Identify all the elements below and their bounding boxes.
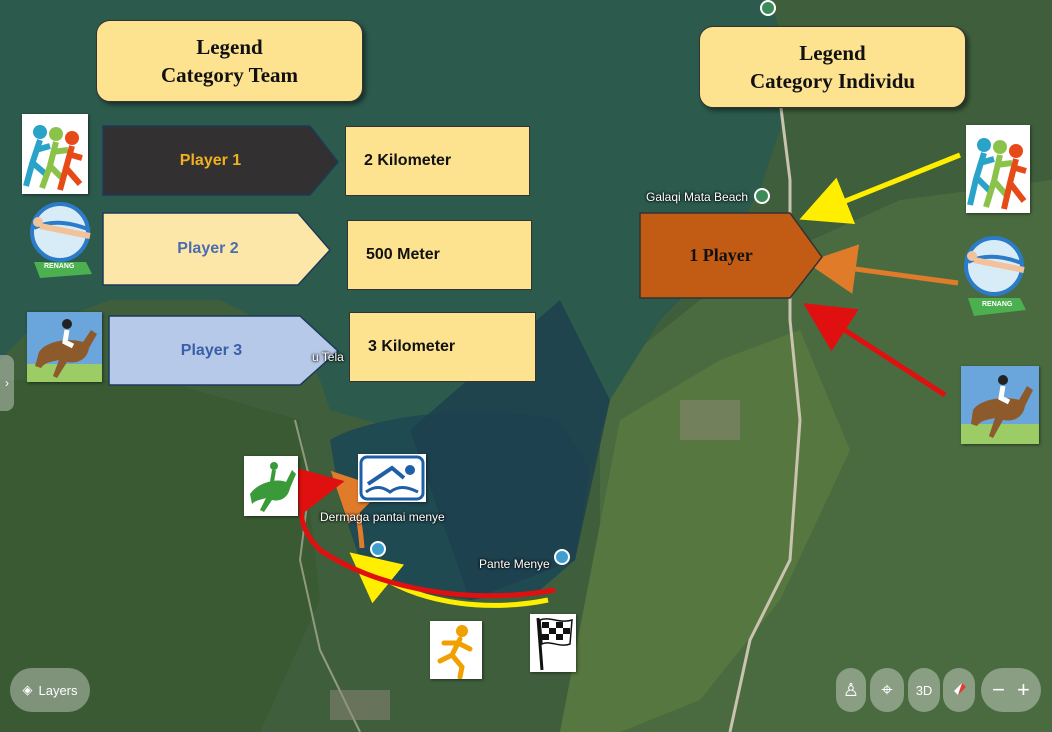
layers-button[interactable]: ◈ Layers — [10, 668, 90, 712]
finish-flag-icon — [530, 614, 576, 672]
arrow-swim-individual — [806, 244, 959, 294]
route-ride — [290, 466, 556, 599]
individual-label: 1 Player — [689, 245, 753, 265]
route-swim — [330, 470, 384, 549]
sidebar-toggle[interactable]: › — [0, 355, 14, 411]
player-3-distance: 3 Kilometer — [349, 312, 536, 382]
locate-button[interactable]: ⌖ — [870, 668, 904, 712]
equestrian-icon — [244, 456, 298, 516]
place-galaqi-mata-beach[interactable]: Galaqi Mata Beach — [646, 190, 749, 204]
compass-icon — [954, 683, 966, 695]
player-2-arrow — [102, 212, 332, 286]
crosshair-icon: ⌖ — [881, 678, 893, 701]
legend-individu-line1: Legend — [799, 41, 866, 65]
camera-pin-icon — [554, 549, 570, 565]
runners-picture — [22, 114, 88, 194]
legend-team-line2: Category Team — [160, 63, 299, 87]
player-1-distance: 2 Kilometer — [345, 126, 530, 196]
3d-button[interactable]: 3D — [908, 668, 940, 712]
camera-pin-icon — [370, 541, 386, 557]
player-1-arrow — [102, 125, 339, 196]
legend-team: Legend Category Team — [96, 20, 363, 102]
3d-label: 3D — [915, 682, 933, 698]
swimmer-badge-individu-text: RENANG — [982, 301, 1013, 308]
place-dermaga-pantai-menye[interactable]: Dermaga pantai menye — [320, 510, 445, 524]
zoom-in-button[interactable]: + — [1017, 677, 1030, 702]
individual-arrow — [639, 212, 823, 299]
arrow-ride-individual — [803, 303, 947, 398]
player-3-arrow — [108, 315, 340, 386]
legend-team-line1: Legend — [196, 35, 263, 59]
player-3-label: Player 3 — [180, 341, 243, 359]
pegman-button[interactable]: ♙ — [836, 668, 866, 712]
swimmer-badge-text: RENANG — [44, 263, 75, 270]
swimmer-badge-individu: RENANG — [954, 232, 1032, 322]
zoom-controls: − + — [981, 668, 1041, 712]
pegman-icon: ♙ — [842, 679, 860, 700]
player-2-label: Player 2 — [177, 240, 239, 257]
horse-rider-picture-individu — [961, 366, 1039, 444]
compass-button[interactable] — [943, 668, 975, 712]
place-pante-menye[interactable]: Pante Menye — [479, 557, 550, 571]
layers-label: Layers — [38, 682, 78, 698]
player-1-label: Player 1 — [179, 151, 242, 169]
running-icon — [430, 621, 482, 680]
runners-picture-individu — [966, 125, 1030, 213]
horse-rider-picture — [27, 312, 102, 382]
zoom-out-button[interactable]: − — [992, 677, 1005, 702]
park-pin-icon — [760, 0, 776, 16]
legend-individu-line2: Category Individu — [749, 69, 916, 93]
arrow-run-individual — [799, 152, 961, 225]
player-2-distance: 500 Meter — [347, 220, 532, 290]
park-pin-icon — [754, 188, 770, 204]
layers-icon: ◈ — [22, 682, 33, 697]
swimming-icon — [358, 454, 426, 502]
legend-individu: Legend Category Individu — [699, 26, 966, 108]
place-partial-label: u Tela — [312, 350, 344, 364]
swimmer-badge: RENANG — [20, 200, 98, 284]
